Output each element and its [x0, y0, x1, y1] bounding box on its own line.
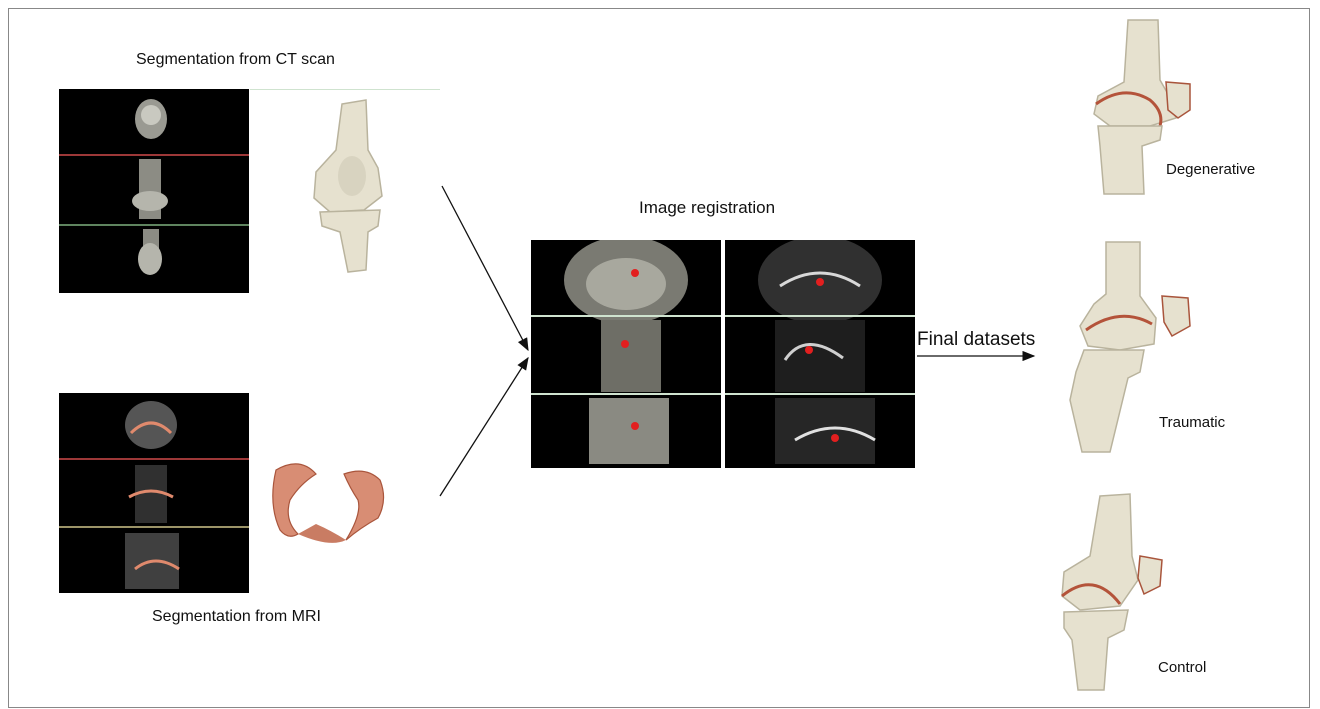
traumatic-knee-render [1070, 242, 1190, 452]
degenerative-knee-render [1094, 20, 1190, 194]
mri-meniscus-render [273, 464, 384, 543]
control-knee-render [1062, 494, 1162, 690]
ct-to-registration-arrow [442, 186, 528, 350]
mri-to-registration-arrow [440, 358, 528, 496]
ct-knee-bone-render [314, 100, 382, 272]
